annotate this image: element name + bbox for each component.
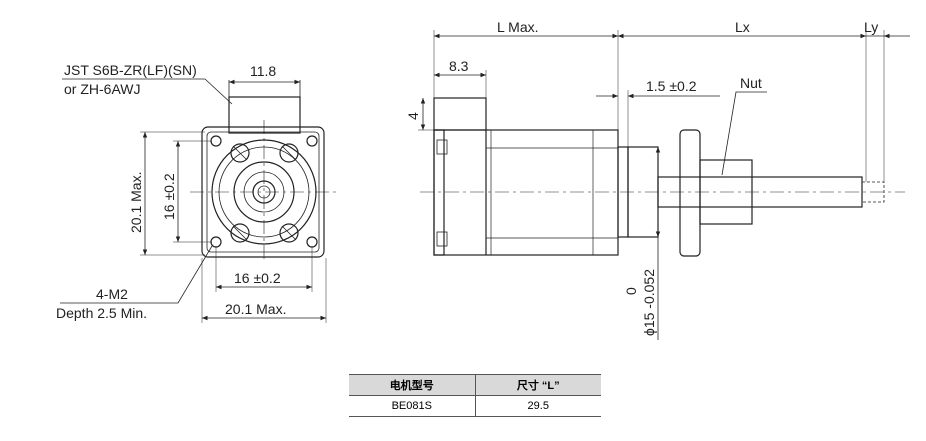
rear-cap bbox=[433, 97, 487, 131]
spec-header-model: 电机型号 bbox=[349, 374, 476, 396]
hole-spacing-v-label: 16 ±0.2 bbox=[161, 173, 177, 220]
boss-tol-upper: 0 bbox=[623, 287, 639, 295]
connector-width-label: 11.8 bbox=[250, 63, 276, 79]
mount-hole bbox=[210, 236, 222, 248]
height-max-label: 20.1 Max. bbox=[128, 172, 144, 233]
lead-length-label: Lx bbox=[735, 19, 750, 35]
connector-label-2: or ZH-6AWJ bbox=[64, 81, 140, 97]
nut-flange bbox=[679, 129, 701, 257]
mount-hole bbox=[306, 135, 318, 147]
boss-dia-label: ϕ15 -0.052 bbox=[641, 269, 657, 336]
length-max-label: L Max. bbox=[497, 19, 539, 35]
spec-cell-model: BE081S bbox=[349, 395, 476, 417]
side-dimensions bbox=[418, 30, 910, 340]
connector-label-1: JST S6B-ZR(LF)(SN) bbox=[64, 62, 197, 78]
boss-depth-label: 1.5 ±0.2 bbox=[646, 78, 697, 94]
screw-label-1: 4-M2 bbox=[96, 286, 128, 302]
screw-label-2: Depth 2.5 Min. bbox=[56, 305, 147, 321]
mount-hole bbox=[210, 135, 222, 147]
mount-hole bbox=[306, 236, 318, 248]
width-max-label: 20.1 Max. bbox=[225, 301, 286, 317]
table-row: BE081S 29.5 bbox=[349, 395, 601, 417]
front-dimensions bbox=[60, 78, 327, 323]
side-view bbox=[420, 97, 905, 257]
spec-cell-size: 29.5 bbox=[475, 395, 601, 417]
tab-height-label: 4 bbox=[405, 112, 421, 120]
spec-table: 电机型号 尺寸 “L” BE081S 29.5 bbox=[349, 374, 601, 417]
front-view bbox=[190, 80, 338, 262]
spec-header-row: 电机型号 尺寸 “L” bbox=[349, 374, 601, 396]
motor-body bbox=[433, 129, 619, 256]
hole-spacing-h-label: 16 ±0.2 bbox=[234, 270, 281, 286]
spec-header-size: 尺寸 “L” bbox=[475, 374, 601, 396]
tail-length-label: Ly bbox=[864, 19, 878, 35]
rear-cap-label: 8.3 bbox=[449, 58, 469, 74]
nut-label: Nut bbox=[740, 75, 762, 91]
